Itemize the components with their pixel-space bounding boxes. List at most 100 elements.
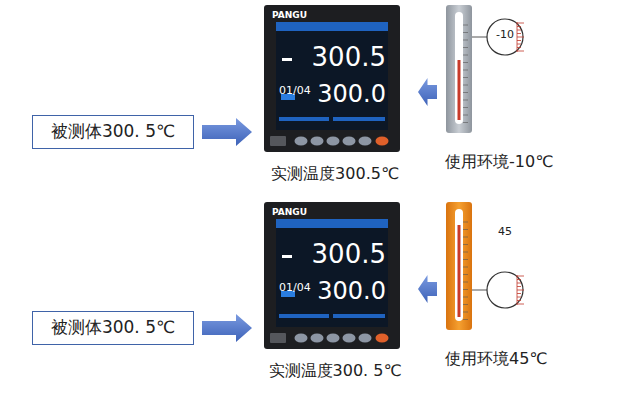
- scale-tick: [463, 62, 468, 63]
- key-button: [327, 334, 340, 343]
- scale-tick: [517, 286, 521, 287]
- set-value: 300.0: [310, 81, 386, 109]
- scale-tick: [463, 319, 468, 320]
- controller-device: PANGU 300.5 01/04300.0 实测温度300.5℃: [260, 5, 410, 190]
- key-button: [311, 334, 324, 343]
- scale-tick: [463, 32, 468, 33]
- scale-tick: [463, 237, 468, 238]
- key-button: [376, 137, 389, 146]
- block-arrow: [202, 118, 252, 146]
- thermometer-mercury: [458, 60, 461, 120]
- thermometer-group: 45使用环境45℃: [445, 202, 605, 374]
- leader-line: [472, 290, 488, 291]
- set-value: 300.0: [310, 278, 386, 306]
- block-arrow: [202, 314, 252, 342]
- scale-tick: [463, 282, 468, 283]
- minus-sign: [282, 58, 292, 61]
- key-button: [327, 137, 340, 146]
- scale-tick: [463, 77, 468, 78]
- scale-tick: [463, 122, 468, 123]
- scale-tick: [463, 304, 468, 305]
- object-label: 被测体300. 5℃: [51, 122, 175, 142]
- scale-tick: [463, 229, 468, 230]
- thermometer-body: [446, 202, 472, 330]
- scale-tick: [517, 290, 524, 291]
- scale-tick: [517, 283, 521, 284]
- environment-label: 使用环境-10℃: [445, 153, 605, 171]
- thermometer-mercury: [458, 225, 461, 317]
- scale-tick: [463, 92, 468, 93]
- scale-tick: [517, 51, 524, 52]
- scale-tick: [517, 304, 524, 305]
- arrow-shape: [418, 78, 437, 106]
- scale-tick: [463, 25, 468, 26]
- device-caption: 实测温度300.5℃: [260, 165, 410, 183]
- scale-tick: [517, 40, 521, 41]
- leader-line: [472, 37, 488, 38]
- object-label: 被测体300. 5℃: [51, 318, 175, 338]
- thermometer-glass: [455, 209, 463, 321]
- scale-tick: [517, 30, 521, 31]
- scale-tick: [517, 293, 521, 294]
- block-arrow: [418, 275, 437, 303]
- scale-tick: [463, 267, 468, 268]
- arrow-shape: [202, 118, 252, 146]
- minus-sign: [282, 255, 292, 258]
- scale-tick: [463, 244, 468, 245]
- controller-bezel: [264, 5, 400, 152]
- controller-bezel: [264, 202, 400, 349]
- key-button: [359, 137, 372, 146]
- channel-index: 01/04: [279, 85, 319, 98]
- scale-tick: [463, 297, 468, 298]
- scale-line: [517, 22, 518, 52]
- scale-tick: [463, 55, 468, 56]
- scale-tick: [463, 289, 468, 290]
- object-box: 被测体300. 5℃: [32, 311, 194, 345]
- thermometer-glass: [455, 12, 463, 124]
- scale-tick: [517, 300, 521, 301]
- scale-tick: [463, 252, 468, 253]
- scale-tick: [463, 115, 468, 116]
- magnifier-circle: [487, 19, 523, 55]
- environment-label: 使用环境45℃: [445, 350, 605, 368]
- block-arrow: [418, 78, 437, 106]
- brand-name: PANGU: [272, 10, 332, 20]
- thermometer-body: [446, 5, 472, 133]
- usb-port: [270, 333, 286, 343]
- scale-tick: [463, 100, 468, 101]
- scale-tick: [517, 47, 521, 48]
- scale-tick: [463, 259, 468, 260]
- measured-value: 300.5: [300, 240, 386, 270]
- scale-tick: [463, 107, 468, 108]
- arrow-shape: [202, 314, 252, 342]
- scale-tick: [463, 274, 468, 275]
- status-bar: [279, 117, 329, 121]
- measured-value: 300.5: [300, 43, 386, 73]
- key-button: [343, 334, 356, 343]
- scale-tick: [463, 85, 468, 86]
- brand-name: PANGU: [272, 207, 332, 217]
- scale-tick: [517, 37, 524, 38]
- scale-tick: [517, 297, 521, 298]
- controller-screen: [276, 22, 388, 130]
- scale-tick: [463, 222, 468, 223]
- status-bar: [333, 117, 385, 121]
- scale-tick: [517, 276, 524, 277]
- thermometer: [446, 5, 523, 133]
- scale-tick: [463, 70, 468, 71]
- key-button: [343, 137, 356, 146]
- temperature-reading: -10: [489, 29, 521, 42]
- arrow-shape: [418, 275, 437, 303]
- screen-header: [276, 219, 388, 228]
- screen-header: [276, 22, 388, 31]
- scale-tick: [517, 279, 521, 280]
- scale-line: [517, 275, 518, 305]
- status-bar: [333, 314, 385, 318]
- key-button: [311, 137, 324, 146]
- scale-tick: [517, 23, 524, 24]
- key-button: [295, 334, 308, 343]
- status-bar: [279, 314, 329, 318]
- usb-port: [270, 136, 286, 146]
- key-button: [359, 334, 372, 343]
